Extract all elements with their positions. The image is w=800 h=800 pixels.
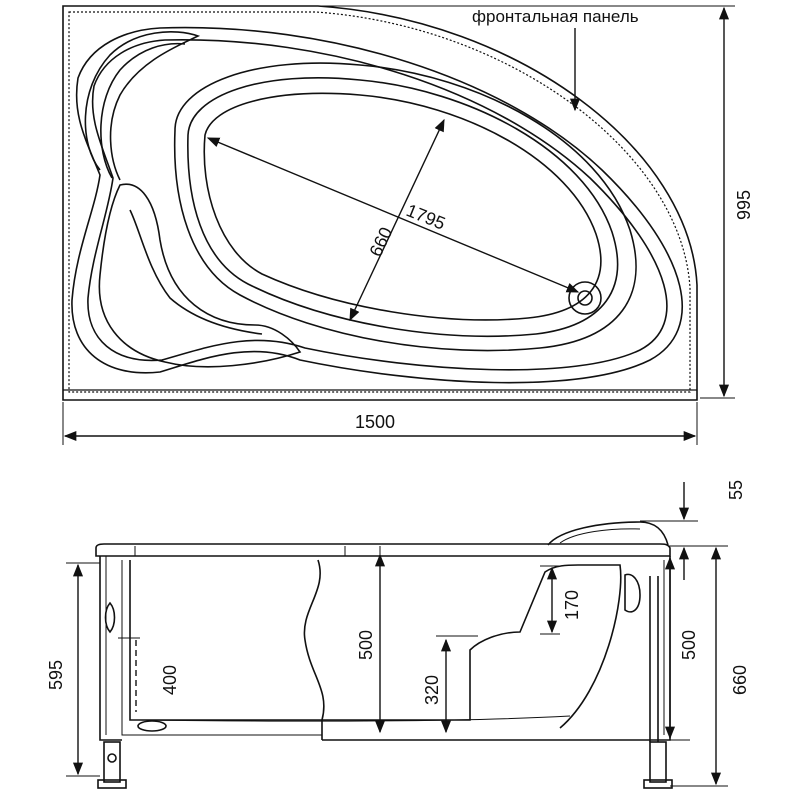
depth-left-value: 500 bbox=[356, 630, 376, 660]
headrest-inner bbox=[100, 42, 186, 179]
side-skirt-break bbox=[303, 559, 325, 740]
top-outer-outline-dotted bbox=[68, 11, 691, 393]
depth-value: 995 bbox=[734, 190, 754, 220]
drain-inner bbox=[577, 290, 593, 306]
rim-contour-inner bbox=[87, 39, 668, 371]
rim-height-value: 55 bbox=[726, 480, 746, 500]
drain-fitting bbox=[137, 720, 167, 732]
top-outer-outline bbox=[62, 5, 698, 401]
total-height-value: 660 bbox=[730, 665, 750, 695]
headrest bbox=[84, 31, 201, 181]
top-view-dimensions bbox=[62, 5, 735, 445]
dim-line-inner-width bbox=[349, 118, 445, 322]
side-legs bbox=[97, 576, 673, 789]
top-view bbox=[62, 5, 698, 401]
overflow-fitting bbox=[104, 601, 116, 634]
armrest-inner bbox=[129, 209, 263, 335]
seat-height-value: 320 bbox=[422, 675, 442, 705]
depth-right-value: 500 bbox=[679, 630, 699, 660]
inner-width-value: 660 bbox=[365, 224, 396, 260]
side-view bbox=[95, 521, 673, 789]
bowl-outer bbox=[173, 62, 637, 352]
drain-outer bbox=[568, 281, 602, 315]
headrest-height-value: 170 bbox=[562, 590, 582, 620]
leg-height-value: 595 bbox=[46, 660, 66, 690]
dim-line-inner-length bbox=[206, 137, 580, 293]
drain-height-value: 400 bbox=[160, 665, 180, 695]
rim-contour bbox=[71, 26, 683, 384]
side-cushion bbox=[624, 573, 641, 613]
side-view-dimensions bbox=[66, 482, 728, 787]
front-panel-label: фронтальная панель bbox=[472, 7, 639, 26]
side-headrest bbox=[547, 521, 669, 546]
armrest bbox=[98, 183, 302, 368]
side-body bbox=[99, 556, 671, 741]
side-rim bbox=[95, 543, 671, 557]
side-basin bbox=[129, 560, 622, 729]
width-value: 1500 bbox=[355, 412, 395, 432]
